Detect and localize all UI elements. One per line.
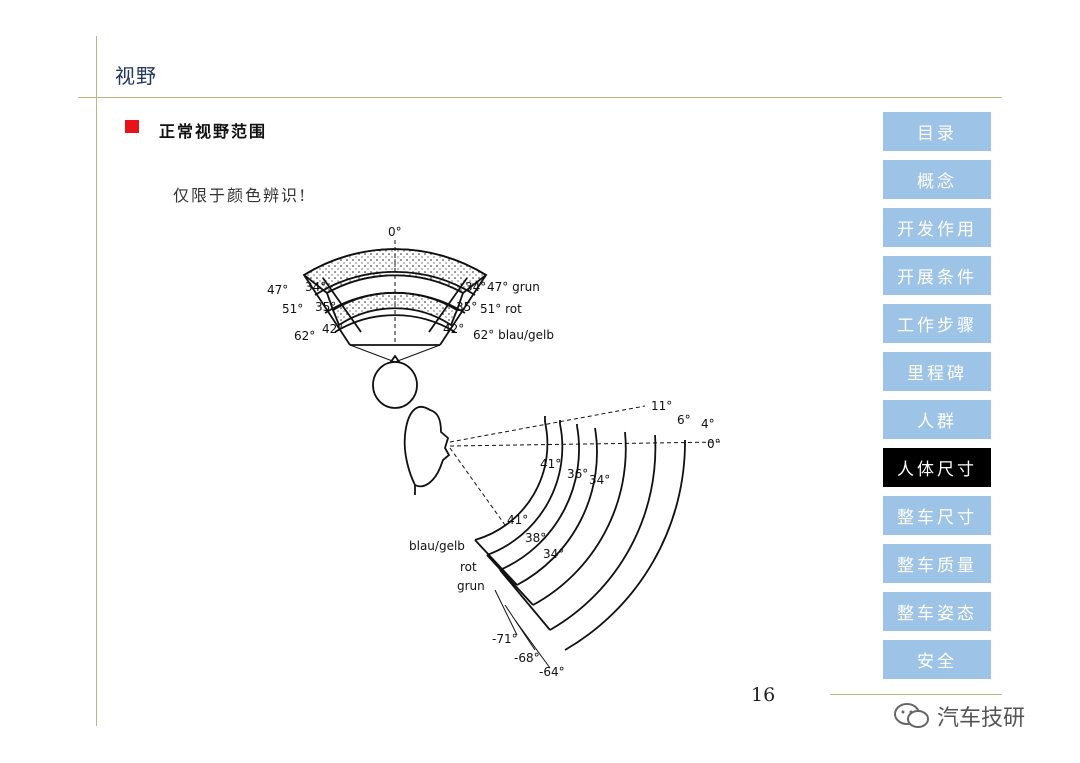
header-rule bbox=[78, 97, 1002, 98]
side-leader-3 bbox=[514, 619, 551, 669]
side-arc-4 bbox=[516, 427, 598, 586]
side-bottom-3 bbox=[499, 569, 551, 631]
side-down-angle-2: -68° bbox=[514, 651, 540, 665]
side-upper-inner-1: 41° bbox=[540, 457, 561, 471]
watermark: 汽车技研 bbox=[893, 700, 1025, 732]
side-arc-3 bbox=[499, 425, 580, 571]
top-inner-left-3: 42° bbox=[322, 322, 343, 336]
head-top-view bbox=[372, 361, 418, 409]
side-bottom-2 bbox=[486, 554, 534, 606]
sightline-left bbox=[349, 344, 396, 363]
nav-item-work-steps[interactable]: 工作步骤 bbox=[883, 304, 991, 343]
top-right-label-1: 47° grun bbox=[487, 280, 540, 294]
side-color-label-1: blau/gelb bbox=[409, 539, 465, 553]
page-number: 16 bbox=[751, 684, 776, 706]
side-up-angle-3: 4° bbox=[701, 417, 715, 431]
nav-item-milestones[interactable]: 里程碑 bbox=[883, 352, 991, 391]
side-sightline-mid bbox=[449, 441, 721, 447]
top-left-label-3: 62° bbox=[294, 329, 315, 343]
nav-item-safety[interactable]: 安全 bbox=[883, 640, 991, 679]
side-up-angle-1: 11° bbox=[651, 399, 672, 413]
side-up-angle-2: 6° bbox=[677, 413, 691, 427]
side-sightline-up bbox=[449, 405, 646, 443]
left-rule bbox=[96, 36, 97, 726]
nav-item-population[interactable]: 人群 bbox=[883, 400, 991, 439]
side-lower-inner-2: 38° bbox=[525, 531, 546, 545]
top-left-label-1: 47° bbox=[267, 283, 288, 297]
side-arc-6 bbox=[549, 434, 657, 631]
top-inner-right-2: 35° bbox=[456, 300, 477, 314]
side-down-angle-1: -71° bbox=[492, 632, 518, 646]
nav-item-vehicle-mass[interactable]: 整车质量 bbox=[883, 544, 991, 583]
footer-rule bbox=[830, 694, 1002, 695]
nav-item-development-role[interactable]: 开发作用 bbox=[883, 208, 991, 247]
bullet-square bbox=[125, 120, 139, 133]
top-right-label-3: 62° blau/gelb bbox=[473, 328, 554, 342]
side-up-angle-4: 0° bbox=[707, 437, 721, 451]
side-lower-inner-1: 41° bbox=[507, 513, 528, 527]
top-view bbox=[302, 240, 488, 409]
side-color-label-2: rot bbox=[460, 560, 477, 574]
side-view bbox=[403, 405, 721, 669]
side-upper-inner-3: 34° bbox=[589, 473, 610, 487]
side-arc-7 bbox=[564, 439, 686, 651]
wechat-icon bbox=[894, 703, 929, 728]
side-leader-1 bbox=[494, 589, 518, 636]
top-inner-left-2: 35° bbox=[315, 300, 336, 314]
side-arc-5 bbox=[532, 431, 627, 606]
nav-item-vehicle-attitude[interactable]: 整车姿态 bbox=[883, 592, 991, 631]
top-side-left bbox=[303, 274, 351, 346]
top-inner-right-3: 42° bbox=[443, 322, 464, 336]
side-bottom-1 bbox=[474, 539, 518, 586]
side-lower-inner-3: 34° bbox=[543, 547, 564, 561]
field-of-view-diagram: 0° 47° 51° 62° 34° 35° 42° 34° 35° 42° 4… bbox=[255, 210, 735, 684]
field-of-view-svg: 0° 47° 51° 62° 34° 35° 42° 34° 35° 42° 4… bbox=[267, 225, 721, 679]
head-side-profile bbox=[403, 405, 451, 488]
side-upper-inner-2: 36° bbox=[567, 467, 588, 481]
nav-item-contents[interactable]: 目录 bbox=[883, 112, 991, 151]
page-title: 视野 bbox=[115, 64, 157, 88]
nav-item-conditions[interactable]: 开展条件 bbox=[883, 256, 991, 295]
top-center-label: 0° bbox=[388, 225, 402, 239]
sightline-right bbox=[394, 344, 441, 363]
side-sightline-down bbox=[449, 447, 506, 526]
top-right-label-2: 51° rot bbox=[480, 302, 522, 316]
nav-item-vehicle-dimensions[interactable]: 整车尺寸 bbox=[883, 496, 991, 535]
top-inner-left-1: 34° bbox=[305, 280, 326, 294]
section-title: 正常视野范围 bbox=[159, 122, 268, 141]
section-note: 仅限于颜色辨识! bbox=[173, 186, 308, 205]
top-side-left-inner bbox=[322, 277, 362, 333]
nav-item-concept[interactable]: 概念 bbox=[883, 160, 991, 199]
top-inner-right-1: 34° bbox=[465, 280, 486, 294]
top-side-right-inner bbox=[428, 277, 468, 333]
nav-item-body-dimensions[interactable]: 人体尺寸 bbox=[883, 448, 991, 487]
top-side-right bbox=[439, 274, 487, 346]
side-arc-2 bbox=[486, 423, 564, 556]
watermark-text: 汽车技研 bbox=[937, 706, 1026, 731]
top-left-label-2: 51° bbox=[282, 302, 303, 316]
side-down-angle-3: -64° bbox=[539, 665, 565, 679]
top-arc-4 bbox=[334, 314, 456, 333]
side-arc-1 bbox=[474, 421, 549, 541]
side-color-label-3: grun bbox=[457, 579, 485, 593]
